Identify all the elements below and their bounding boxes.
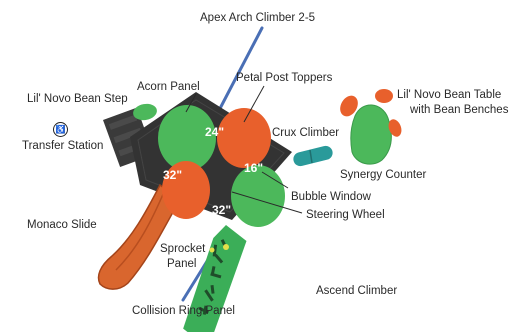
leader-acorn <box>185 93 197 113</box>
apex-arch-climber-pole <box>212 26 264 122</box>
synergy-counter-divider <box>309 149 313 164</box>
measure-24: 24" <box>205 125 225 139</box>
bean-bench-1 <box>340 95 358 117</box>
measure-32-left: 32" <box>163 168 183 182</box>
leader-petal <box>243 85 265 123</box>
label-synergy-counter: Synergy Counter <box>340 169 427 181</box>
label-crux-climber: Crux Climber <box>272 127 340 139</box>
measure-16: 16" <box>244 161 264 175</box>
wheelchair-icon: ♿ <box>53 122 68 137</box>
label-collision-ring-panel: Collision Ring Panel <box>132 305 235 317</box>
label-sprocket: Sprocket <box>160 243 206 255</box>
collision-ring-marker <box>209 247 215 253</box>
petal-topper-orange-top <box>217 108 271 168</box>
label-acorn-panel: Acorn Panel <box>137 81 200 93</box>
leader-bubble <box>261 171 289 189</box>
petal-topper-green-right <box>231 165 285 227</box>
monaco-slide-channel <box>115 191 165 271</box>
label-apex-arch-climber: Apex Arch Climber 2-5 <box>200 12 316 24</box>
label-bubble-window: Bubble Window <box>291 191 371 203</box>
label-monaco-slide: Monaco Slide <box>27 219 97 231</box>
label-bean-step: Lil' Novo Bean Step <box>27 93 128 105</box>
label-bean-table-line2: with Bean Benches <box>410 104 509 116</box>
label-bean-table-line1: Lil' Novo Bean Table <box>397 89 502 101</box>
leader-steering <box>231 191 303 214</box>
petal-topper-orange-left <box>162 161 210 219</box>
synergy-counter <box>293 145 333 167</box>
label-sprocket-panel: Panel <box>167 258 197 270</box>
bean-bench-2 <box>375 89 393 103</box>
bean-bench-3 <box>388 119 402 137</box>
sprocket-panel-marker <box>223 244 229 250</box>
leader-lines <box>185 85 303 214</box>
label-transfer-station: Transfer Station <box>22 140 104 152</box>
label-ascend-climber: Ascend Climber <box>316 285 398 297</box>
label-steering-wheel: Steering Wheel <box>306 209 385 221</box>
label-petal-post-toppers: Petal Post Toppers <box>236 72 333 84</box>
monaco-slide <box>97 183 181 290</box>
ascend-climber <box>183 225 247 332</box>
petal-topper-green-top <box>158 105 216 171</box>
measure-32-bottom: 32" <box>212 203 232 217</box>
bean-table <box>350 104 392 165</box>
bean-step <box>133 103 157 121</box>
